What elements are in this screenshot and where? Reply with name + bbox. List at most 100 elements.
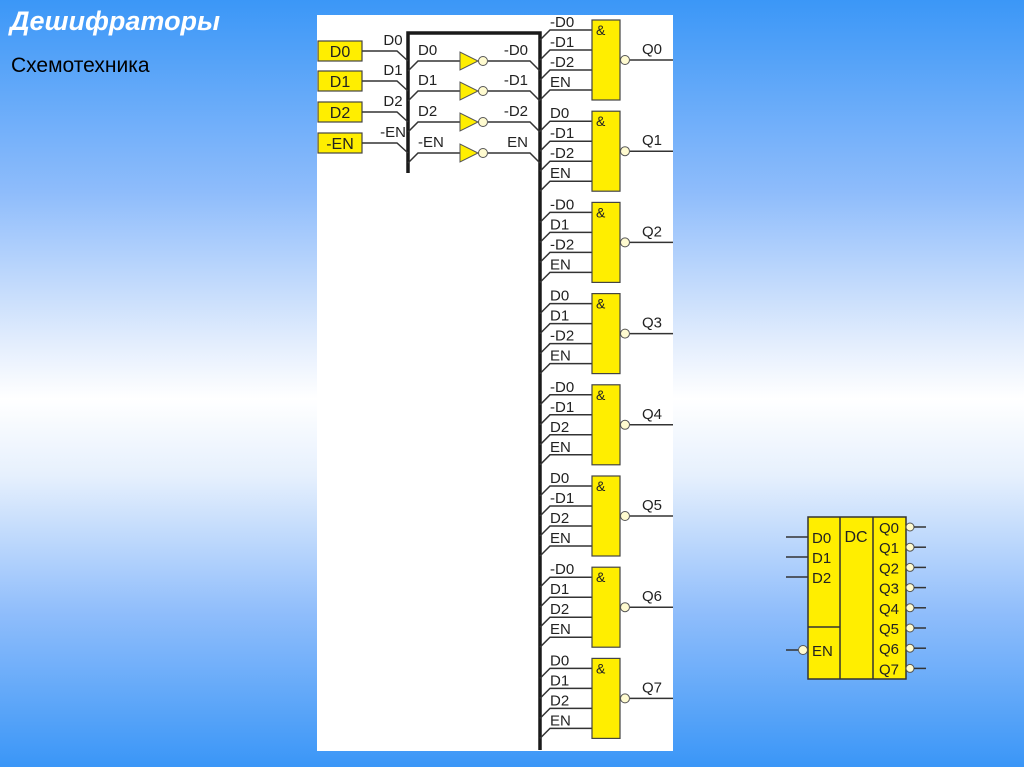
gate-input-label: -D2 [550, 328, 574, 345]
dc-type-label: DC [844, 529, 867, 546]
gate-input-wire [539, 49, 592, 61]
gate-input-wire [539, 160, 592, 172]
gate-input-wire [539, 727, 592, 739]
dc-output-label: Q2 [879, 560, 899, 577]
gate-input-wire [539, 322, 592, 335]
gate-input-wire [539, 525, 592, 537]
gate-input-label: -D1 [550, 125, 574, 142]
gate-input-wire [539, 302, 592, 315]
gate-output-label: Q4 [642, 406, 662, 423]
output-bubble-icon [620, 146, 630, 157]
inverter-triangle-icon [459, 51, 480, 71]
gate-output-label: Q2 [642, 223, 662, 240]
input-pin-label: D0 [330, 44, 351, 61]
input-wire-label: -EN [380, 124, 406, 141]
inverter-input-wire [407, 90, 460, 102]
slide-title: Дешифраторы [10, 6, 221, 36]
gate-input-wire [539, 485, 592, 497]
gate-input-wire [539, 505, 592, 517]
gate-input-wire [539, 140, 592, 152]
and-symbol: & [596, 387, 606, 403]
gate-input-label: EN [550, 621, 571, 638]
gate-input-label: EN [550, 439, 571, 456]
inverter-bubble-icon [478, 86, 488, 96]
inverter-output-label: -D1 [504, 72, 528, 89]
gate-input-wire [539, 342, 592, 355]
inverter-0: D0-D0 [407, 42, 541, 72]
inverter-triangle-icon [459, 112, 480, 132]
gate-input-wire [539, 231, 592, 243]
dc-output-label: Q4 [879, 601, 899, 618]
gate-input-wire [539, 616, 592, 628]
dc-output-label: Q3 [879, 581, 899, 598]
and-gate-body [591, 475, 621, 557]
inverter-output-wire [488, 121, 541, 133]
gate-input-wire [539, 211, 592, 223]
inverter-input-label: D1 [418, 72, 437, 89]
dc-output-label: Q7 [879, 661, 899, 678]
gate-output-label: Q7 [642, 679, 662, 696]
dc-enable-label: EN [812, 643, 833, 660]
gate-input-label: -D2 [550, 54, 574, 71]
gate-output-label: Q5 [642, 497, 662, 514]
gate-input-wire [539, 545, 592, 557]
input-pin-label: -EN [326, 136, 354, 153]
inverter-output-wire [488, 90, 541, 102]
gate-input-label: D0 [550, 288, 569, 305]
gate-input-label: EN [550, 74, 571, 91]
gate-input-label: D0 [550, 470, 569, 487]
inverter-2: D2-D2 [407, 103, 541, 133]
gate-input-wire [539, 434, 592, 446]
inverter-input-wire [407, 152, 460, 164]
and-symbol: & [596, 478, 606, 494]
dc-output-label: Q5 [879, 621, 899, 638]
input-wire [362, 111, 409, 123]
gate-input-label: EN [550, 712, 571, 729]
gate-input-label: D0 [550, 652, 569, 669]
gate-input-label: D0 [550, 105, 569, 122]
dc-input-label: D0 [812, 530, 831, 547]
gate-input-wire [539, 707, 592, 719]
output-bubble-icon [620, 693, 630, 704]
inverter-output-label: EN [507, 134, 528, 151]
gate-input-label: D2 [550, 510, 569, 527]
gate-input-wire [539, 596, 592, 608]
input-wire [362, 142, 409, 154]
and-gate-body [591, 566, 621, 648]
dc-output-bubble-icon [905, 522, 915, 532]
inverter-output-wire [488, 152, 541, 164]
inverter-triangle-icon [459, 81, 480, 101]
and-gate-body [591, 110, 621, 192]
gate-input-wire [539, 69, 592, 81]
input-pin-label: D2 [330, 105, 351, 122]
output-bubble-icon [620, 511, 630, 521]
dc-output-bubble-icon [905, 542, 915, 552]
dc-input-label: D1 [812, 550, 831, 567]
dc-output-bubble-icon [905, 643, 915, 653]
gate-input-wire [539, 120, 592, 132]
gate-input-label: D2 [550, 692, 569, 709]
gate-output-label: Q3 [642, 315, 662, 332]
dc-enable-bubble-icon [798, 645, 808, 655]
inverter-input-wire [407, 121, 460, 133]
and-symbol: & [596, 113, 606, 129]
input-wire-label: D2 [383, 93, 402, 110]
gate-input-label: -D1 [550, 399, 574, 416]
and-symbol: & [596, 569, 606, 585]
and-symbol: & [596, 660, 606, 676]
gate-input-wire [539, 362, 592, 375]
inverter-bubble-icon [478, 117, 488, 127]
gate-input-label: EN [550, 165, 571, 182]
gate-input-wire [539, 271, 592, 283]
gate-input-wire [539, 576, 592, 588]
and-symbol: & [596, 296, 606, 312]
output-bubble-icon [620, 55, 630, 65]
